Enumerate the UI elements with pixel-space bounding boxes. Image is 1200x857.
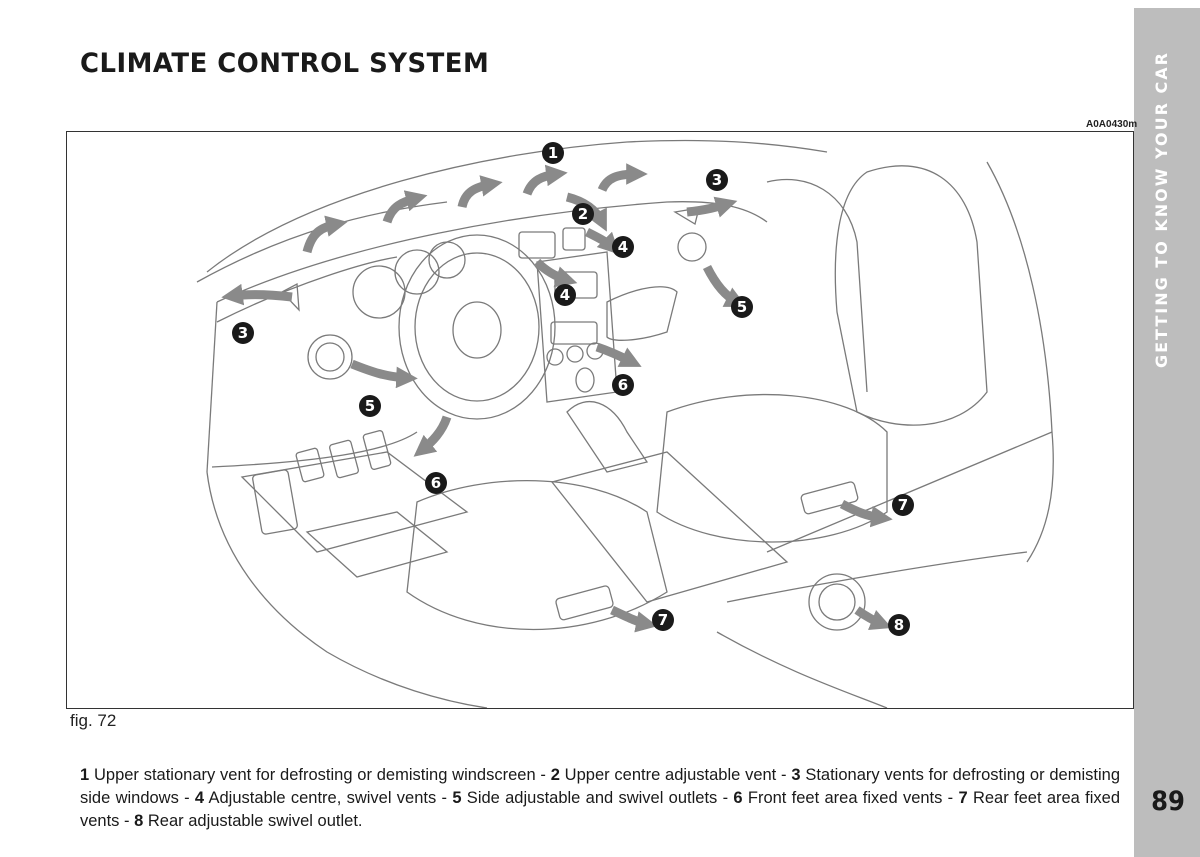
callout-6-center: 6 <box>612 374 634 396</box>
section-sidebar <box>1134 8 1200 857</box>
interior-outline <box>196 139 1054 708</box>
callout-4-lower: 4 <box>554 284 576 306</box>
caption-text-8: Rear adjustable swivel outlet. <box>143 811 363 830</box>
callout-8: 8 <box>888 614 910 636</box>
figure-caption: 1 Upper stationary vent for defrosting o… <box>80 764 1120 833</box>
svg-text:4: 4 <box>618 238 628 256</box>
caption-num-5: 5 <box>452 788 462 807</box>
svg-text:5: 5 <box>737 298 747 316</box>
caption-num-4: 4 <box>194 788 205 807</box>
caption-num-3: 3 <box>791 765 801 784</box>
caption-text-6: Front feet area fixed vents - <box>742 788 959 807</box>
figure-code: A0A0430m <box>1086 119 1138 130</box>
caption-text-7: Rear feet area fixed vents - <box>80 788 1121 830</box>
caption-num-6: 6 <box>733 788 743 807</box>
caption-text-4: Adjustable centre, swivel vents - <box>204 788 453 807</box>
callout-1: 1 <box>542 142 564 164</box>
caption-text-1: Upper stationary vent for defrosting or … <box>89 765 551 784</box>
svg-text:3: 3 <box>712 171 722 189</box>
caption-num-2: 2 <box>550 765 560 784</box>
caption-text-3: Stationary vents for defrosting or demis… <box>80 765 1120 807</box>
caption-num-1: 1 <box>80 765 90 784</box>
svg-text:4: 4 <box>560 286 570 304</box>
callout-5-left: 5 <box>359 395 381 417</box>
callout-4-upper: 4 <box>612 236 634 258</box>
callout-7-right: 7 <box>892 494 914 516</box>
page-number: 89 <box>1151 786 1185 817</box>
caption-text-2: Upper centre adjustable vent - <box>559 765 792 784</box>
svg-text:1: 1 <box>548 144 558 162</box>
callouts: 1 2 3 3 4 4 5 5 6 6 7 7 8 <box>232 142 914 636</box>
svg-text:3: 3 <box>238 324 248 342</box>
svg-text:5: 5 <box>365 397 375 415</box>
svg-text:7: 7 <box>898 496 908 514</box>
caption-num-8: 8 <box>134 811 144 830</box>
callout-5-right: 5 <box>731 296 753 318</box>
callout-3-left: 3 <box>232 322 254 344</box>
caption-text-5: Side adjustable and swivel outlets - <box>461 788 734 807</box>
car-interior-illustration: 1 2 3 3 4 4 5 5 6 6 7 7 8 <box>196 139 1054 708</box>
caption-num-7: 7 <box>958 788 968 807</box>
callout-2: 2 <box>572 203 594 225</box>
climate-figure: 1 2 3 3 4 4 5 5 6 6 7 7 8 <box>66 131 1134 709</box>
svg-text:8: 8 <box>894 616 904 634</box>
callout-3-right: 3 <box>706 169 728 191</box>
svg-text:2: 2 <box>578 205 588 223</box>
svg-text:7: 7 <box>658 611 668 629</box>
section-label: GETTING TO KNOW YOUR CAR <box>1152 51 1171 368</box>
airflow-arrows <box>221 163 893 633</box>
figure-label: fig. 72 <box>70 711 117 730</box>
callout-7-left: 7 <box>652 609 674 631</box>
page-title: CLIMATE CONTROL SYSTEM <box>80 48 490 79</box>
svg-text:6: 6 <box>618 376 628 394</box>
svg-text:6: 6 <box>431 474 441 492</box>
callout-6-left: 6 <box>425 472 447 494</box>
